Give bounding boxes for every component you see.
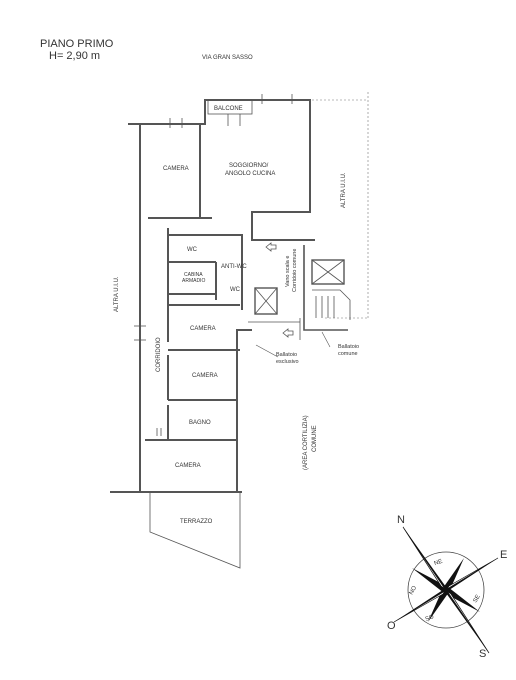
room-label-balcone: BALCONE <box>214 106 243 112</box>
access-arrows <box>265 242 294 338</box>
room-label-wc2: WC <box>230 287 241 293</box>
room-label-cabina: CABINA <box>184 272 203 278</box>
annotation-comune: COMUNE <box>312 425 318 452</box>
leader-lines <box>255 331 331 358</box>
compass-north-label: N <box>397 514 405 526</box>
compass-ne-label: NE <box>434 559 444 567</box>
street-name: VIA GRAN SASSO <box>202 55 253 61</box>
room-label-camera-2: CAMERA <box>190 326 216 332</box>
compass-rose: N E S O NE SE SO NO <box>387 514 507 660</box>
floor-title: PIANO PRIMO <box>40 38 114 50</box>
annotation-corridoio-comune: Corridoio comune <box>292 249 298 292</box>
terrazzo-outline <box>149 491 241 569</box>
annotation-altra-uiu-left: ALTRA U.I.U. <box>114 276 120 312</box>
room-label-armadio: ARMADIO <box>182 278 205 284</box>
annotation-ballatoio-comune: Ballatoio <box>338 344 359 350</box>
room-label-angolo-cucina: ANGOLO CUCINA <box>225 171 275 177</box>
compass-west-label: O <box>387 620 396 632</box>
window-marks <box>134 94 293 436</box>
room-label-wc: WC <box>187 247 198 253</box>
annotation-area-cortilizia: (AREA CORTILIZIA) <box>303 415 309 470</box>
compass-se-label: SE <box>473 594 482 604</box>
room-label-camera-top: CAMERA <box>163 166 189 172</box>
compass-star-icon <box>394 527 498 653</box>
ceiling-height: H= 2,90 m <box>49 50 100 62</box>
annotation-ballatoio-esclusivo-2: esclusivo <box>276 359 299 365</box>
balcone-outline <box>207 99 253 115</box>
room-label-camera-3: CAMERA <box>192 373 218 379</box>
room-label-corridoio: CORRIDOIO <box>156 337 162 372</box>
stairwell <box>248 245 351 340</box>
room-label-camera-4: CAMERA <box>175 463 201 469</box>
compass-east-label: E <box>500 549 507 561</box>
compass-south-label: S <box>479 648 486 660</box>
room-label-bagno: BAGNO <box>189 420 211 426</box>
room-label-terrazzo: TERRAZZO <box>180 519 213 525</box>
annotation-ballatoio-comune-2: comune <box>338 351 358 357</box>
room-label-anti-wc: ANTI-WC <box>221 264 247 270</box>
annotation-vano-scala: Vano scala e <box>285 256 291 287</box>
annotation-ballatoio-esclusivo: Ballatoio <box>276 352 297 358</box>
apartment-walls <box>110 99 315 493</box>
compass-no-label: NO <box>409 585 419 596</box>
compass-circle <box>407 551 485 629</box>
compass-so-label: SO <box>425 614 436 623</box>
annotation-altra-uiu-right: ALTRA U.I.U. <box>341 172 347 208</box>
room-label-soggiorno: SOGGIORNO/ <box>229 163 269 169</box>
compass-star-outline <box>393 526 499 654</box>
